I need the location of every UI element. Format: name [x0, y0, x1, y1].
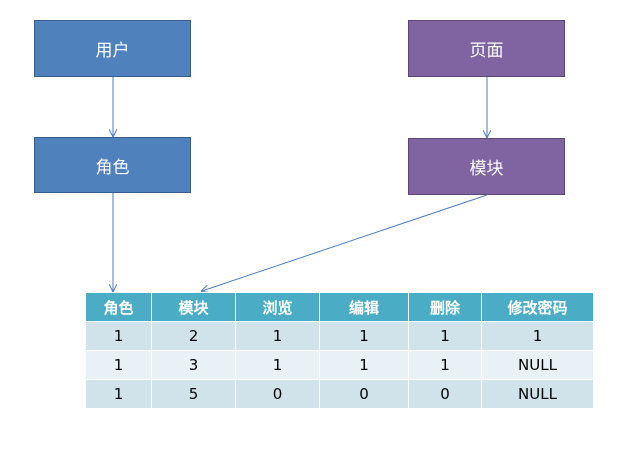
user-node-label: 用户: [95, 41, 130, 61]
role-node: 角色: [34, 137, 191, 193]
table-cell: NULL: [481, 350, 594, 380]
table-row: 1 3 1 1 1 NULL: [85, 350, 594, 380]
table-cell: 5: [151, 379, 236, 409]
table-cell: 1: [235, 321, 320, 351]
column-header-delete: 删除: [408, 292, 482, 322]
role-node-label: 角色: [95, 157, 130, 178]
table-cell: 2: [151, 321, 236, 351]
table-cell: 1: [85, 379, 152, 409]
module-node: 模块: [408, 138, 565, 195]
user-node: 用户: [34, 20, 191, 77]
permission-table: 角色 模块 浏览 编辑 删除 修改密码 1 2 1 1 1 1 1 3 1 1 …: [85, 292, 594, 409]
column-header-edit: 编辑: [319, 292, 409, 322]
table-cell: 1: [408, 350, 482, 380]
table-cell: 0: [319, 379, 409, 409]
table-cell: 0: [235, 379, 320, 409]
table-row: 1 2 1 1 1 1: [85, 321, 594, 351]
column-header-module: 模块: [151, 292, 236, 322]
column-header-change-password: 修改密码: [481, 292, 594, 322]
table-cell: 1: [319, 350, 409, 380]
page-node: 页面: [408, 20, 565, 77]
table-cell: 0: [408, 379, 482, 409]
column-header-view: 浏览: [235, 292, 320, 322]
table-cell: 1: [408, 321, 482, 351]
table-cell: 1: [235, 350, 320, 380]
page-node-label: 页面: [469, 41, 504, 61]
table-cell: 1: [481, 321, 594, 351]
table-cell: NULL: [481, 379, 594, 409]
table-header-row: 角色 模块 浏览 编辑 删除 修改密码: [85, 292, 594, 322]
table-cell: 1: [85, 321, 152, 351]
table-cell: 1: [85, 350, 152, 380]
module-node-label: 模块: [469, 159, 504, 179]
table-row: 1 5 0 0 0 NULL: [85, 379, 594, 409]
table-cell: 3: [151, 350, 236, 380]
column-header-role: 角色: [85, 292, 152, 322]
table-cell: 1: [319, 321, 409, 351]
arrow-module-to-table: [202, 194, 488, 291]
